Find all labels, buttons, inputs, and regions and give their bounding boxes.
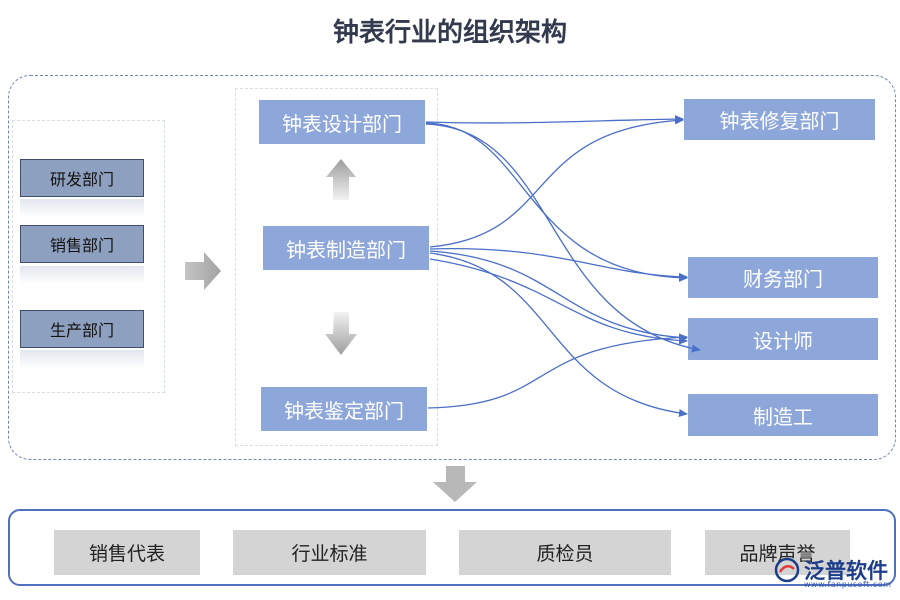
- node-watch-manufacturing-dept: 钟表制造部门: [263, 226, 429, 270]
- item-quality-inspector: 质检员: [459, 530, 671, 575]
- bottom-block-arrow: [433, 466, 477, 502]
- node-watch-appraisal-dept: 钟表鉴定部门: [261, 387, 427, 431]
- dept-rnd: 研发部门: [20, 159, 144, 197]
- watermark-name: 泛普软件: [804, 559, 888, 583]
- node-watch-repair-dept: 钟表修复部门: [684, 99, 875, 140]
- dept-sales: 销售部门: [20, 225, 144, 263]
- dept-production: 生产部门: [20, 310, 144, 348]
- organization-group: [8, 75, 896, 460]
- dept-rnd-reflection: [20, 199, 144, 217]
- left-department-panel: [12, 120, 165, 393]
- dept-sales-reflection: [20, 266, 144, 284]
- item-industry-standard: 行业标准: [233, 530, 426, 575]
- node-finance-dept: 财务部门: [688, 257, 878, 298]
- watermark: 泛普软件 www.fanpusoft.com: [774, 553, 892, 589]
- watermark-url: www.fanpusoft.com: [804, 580, 892, 589]
- dept-production-reflection: [20, 350, 144, 368]
- bottom-factor-group: [8, 509, 896, 586]
- node-watch-design-dept: 钟表设计部门: [259, 100, 425, 144]
- diagram-title: 钟表行业的组织架构: [332, 18, 567, 48]
- node-designer: 设计师: [688, 318, 878, 360]
- item-sales-rep: 销售代表: [54, 530, 200, 575]
- fanpu-logo-icon: [774, 557, 800, 583]
- node-maker: 制造工: [688, 394, 878, 436]
